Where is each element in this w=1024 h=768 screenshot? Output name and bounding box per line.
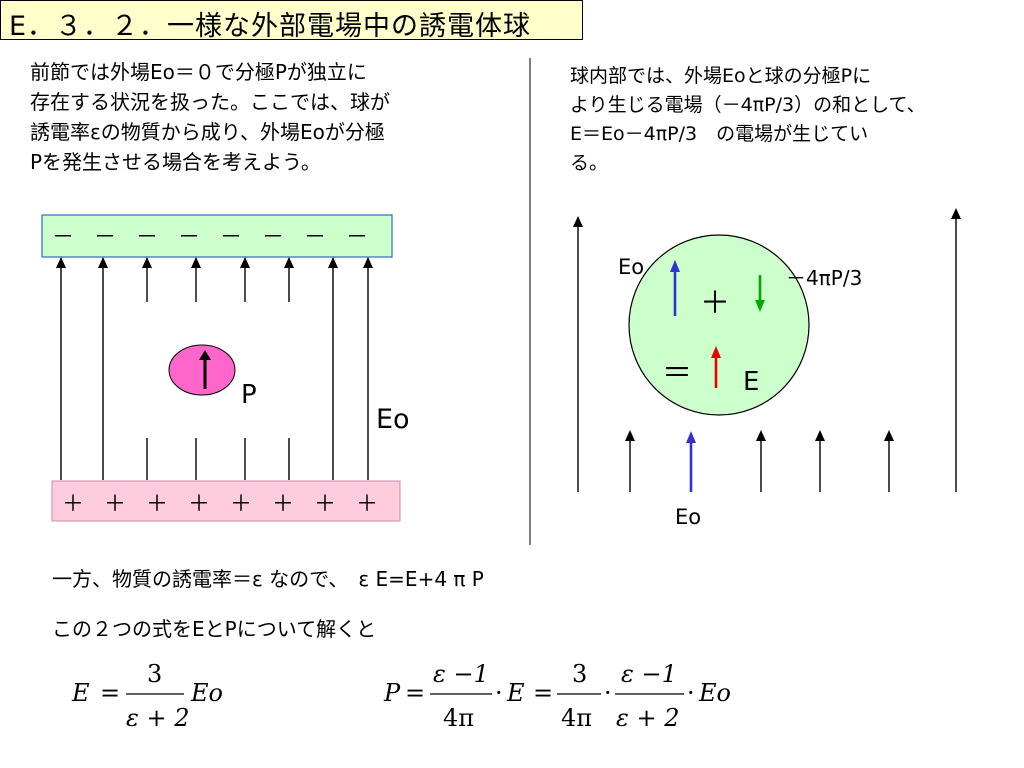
f1-tail: Eo [191,679,223,707]
right-field-lines [577,210,957,492]
slide-title: E．３．２．一様な外部電場中の誘電体球 [9,11,532,42]
eo-arrow-inside-head [670,260,680,272]
e-label: E [743,367,760,397]
f2-eq: = [405,679,426,707]
polarization-arrowhead [199,350,211,360]
f2-num1: ε −1 [433,660,489,688]
f2-den3: ε + 2 [616,704,680,732]
dielectric-sphere [628,234,810,416]
right-paragraph: 球内部では、外場Eoと球の分極Pに より生じる電場（－4πP/3）の和として、 … [570,65,926,174]
f2-lhs: P [384,679,401,707]
f2-dot1: · [495,679,503,707]
f2-den1: 4π [443,704,475,732]
f2-eq2: = [533,679,554,707]
polarization-label: P [241,380,257,410]
f2-tail: Eo [699,679,731,707]
top-plate-signs: －－－－－－－－ [52,225,369,250]
bottom-plate-signs: ＋＋＋＋＋＋＋＋ [62,492,379,517]
f1-eq: = [100,679,121,707]
minus-4pip3-arrowhead [755,300,765,312]
external-field-label: Eo [376,404,410,435]
f2-den2: 4π [561,704,593,732]
f2-dot2: · [604,679,612,707]
negative-plate [41,214,393,258]
positive-plate [51,480,401,522]
bottom-line-2: この２つの式をEとPについて解くと [52,617,377,641]
right-field-arrowheads [573,208,961,441]
f2-mid: E [507,679,525,707]
e-arrowhead [711,346,721,358]
f2-num3: ε −1 [621,660,677,688]
title-banner: E．３．２．一様な外部電場中の誘電体球 [0,0,583,42]
polarization-ellipse [168,344,236,396]
eo-label-top: Eo [618,255,645,279]
bottom-line-1: 一方、物質の誘電率＝ε なので、 ε E=E+4 π P [52,567,484,591]
f1-numerator: 3 [147,660,163,688]
left-field-lines [60,258,369,480]
equals-sign: ＝ [662,356,692,391]
left-field-arrowheads [56,257,373,268]
f1-denominator: ε + 2 [126,704,190,732]
eo-arrow-below-head [686,431,696,443]
left-paragraph: 前節では外場Eo＝０で分極Pが独立に 存在する状況を扱った。ここでは、球が 誘電… [30,60,390,174]
eo-label-bottom: Eo [675,505,702,529]
f2-dot3: · [687,679,695,707]
plus-sign: ＋ [700,286,730,321]
minus-4pip3-label: －4πP/3 [786,266,863,290]
f1-lhs: E [72,679,90,707]
f2-num2: 3 [572,660,588,688]
